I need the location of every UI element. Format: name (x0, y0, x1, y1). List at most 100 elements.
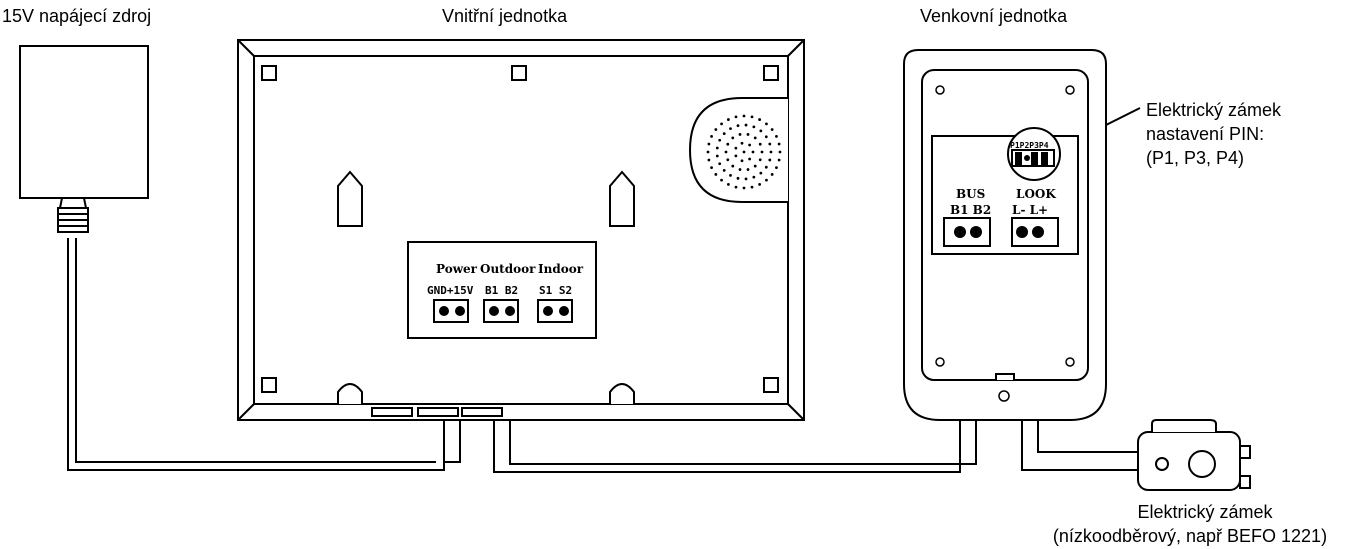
bus-label: BUS (956, 187, 985, 201)
outdoor-holes (935, 85, 1075, 402)
pin-note-line1: Elektrický zámek (1146, 100, 1282, 120)
lock-label-line1: Elektrický zámek (1137, 502, 1273, 522)
grill-dot (707, 142, 711, 146)
grill-dot (777, 158, 781, 162)
grill-dot (752, 125, 756, 129)
grill-dot (726, 142, 730, 146)
grill-dot (738, 133, 742, 136)
grill-dot (706, 150, 710, 154)
grill-dot (770, 128, 774, 131)
grill-dot (722, 168, 726, 172)
pin-note-line3: (P1, P3, P4) (1146, 148, 1245, 168)
grill-dot (715, 146, 719, 150)
grill-dot (731, 164, 735, 168)
grill-dot (707, 158, 711, 162)
grill-dot (759, 129, 763, 133)
grill-dot (775, 166, 778, 170)
grill-dot (720, 122, 723, 126)
s1s2-label: S1 S2 (539, 284, 572, 297)
grill-dot (710, 166, 713, 170)
grill-dot (710, 134, 713, 138)
power-supply-label: 15V napájecí zdroj (2, 6, 152, 26)
grill-dot (742, 186, 746, 190)
pin-note-line2: nastavení PIN: (1146, 124, 1265, 144)
grill-dot (734, 154, 738, 158)
grill-dot (758, 142, 762, 146)
outdoor-terminal-label: Outdoor (480, 262, 536, 276)
pin-header-label: P1P2P3P4 (1010, 141, 1049, 150)
grill-dot (768, 142, 772, 146)
grill-dot (734, 185, 738, 189)
grill-dot (734, 115, 738, 119)
grill-dot (778, 150, 782, 154)
pin-jumpers (1015, 152, 1048, 165)
grill-dot (742, 114, 746, 118)
grill-dot (726, 158, 730, 162)
grill-dot (753, 164, 757, 168)
grill-dot (768, 158, 772, 162)
grill-dot (746, 168, 750, 171)
grill-dot (777, 142, 781, 146)
grill-dot (726, 183, 730, 186)
indoor-b1b2-label: B1 B2 (485, 284, 518, 297)
electric-lock (1137, 419, 1251, 491)
grill-dot (718, 162, 722, 166)
grill-dot (750, 115, 754, 119)
grill-dot (748, 143, 752, 147)
outdoor-b1b2-label: B1 B2 (950, 203, 991, 217)
grill-dot (740, 159, 744, 163)
grill-dot (724, 150, 728, 154)
grill-dot (742, 150, 746, 154)
grill-dot (769, 150, 773, 154)
grill-dot (726, 118, 730, 121)
grill-dot (764, 165, 768, 169)
grill-dot (744, 123, 748, 127)
grill-dot (731, 136, 735, 140)
grill-dot (714, 173, 718, 176)
grill-dot (759, 171, 763, 175)
look-label: LOOK (1016, 187, 1056, 201)
grill-dot (722, 132, 726, 136)
lminus-lplus-label: L- L+ (1012, 203, 1048, 217)
grill-dot (734, 146, 738, 150)
lock-label-line2: (nízkoodběrový, např BEFO 1221) (1052, 526, 1328, 546)
grill-dot (714, 128, 718, 131)
grill-dot (750, 185, 754, 189)
grill-dot (770, 173, 774, 176)
grill-dot (744, 177, 748, 181)
grill-dot (718, 138, 722, 142)
indoor-unit (237, 39, 805, 421)
grill-dot (753, 136, 757, 140)
grill-dot (740, 141, 744, 145)
indoor-terminal-screws (439, 306, 569, 316)
grill-dot (765, 178, 768, 182)
grill-dot (751, 150, 755, 154)
grill-dot (760, 150, 764, 154)
grill-dot (764, 135, 768, 139)
power-terminal-label: Power (436, 262, 478, 276)
grill-dot (720, 178, 723, 182)
grill-dot (752, 175, 756, 179)
grill-dot (746, 133, 750, 136)
grill-dot (775, 134, 778, 138)
grill-dot (736, 176, 740, 180)
indoor-terminal-label: Indoor (538, 262, 584, 276)
grill-dot (729, 127, 732, 131)
power-supply (19, 45, 149, 233)
grill-dot (738, 168, 742, 171)
grill-dot (736, 124, 740, 128)
grill-dot (758, 183, 762, 186)
gnd-15v-label: GND+15V (427, 284, 474, 297)
indoor-unit-label: Vnitřní jednotka (442, 6, 568, 26)
grill-dot (758, 118, 762, 121)
speaker-grill (706, 114, 782, 190)
outdoor-terminal-screws (954, 226, 1044, 238)
grill-dot (729, 173, 732, 177)
grill-dot (748, 157, 752, 161)
grill-dot (715, 154, 719, 158)
outdoor-unit (903, 49, 1107, 421)
outdoor-unit-label: Venkovní jednotka (920, 6, 1068, 26)
grill-dot (758, 158, 762, 162)
